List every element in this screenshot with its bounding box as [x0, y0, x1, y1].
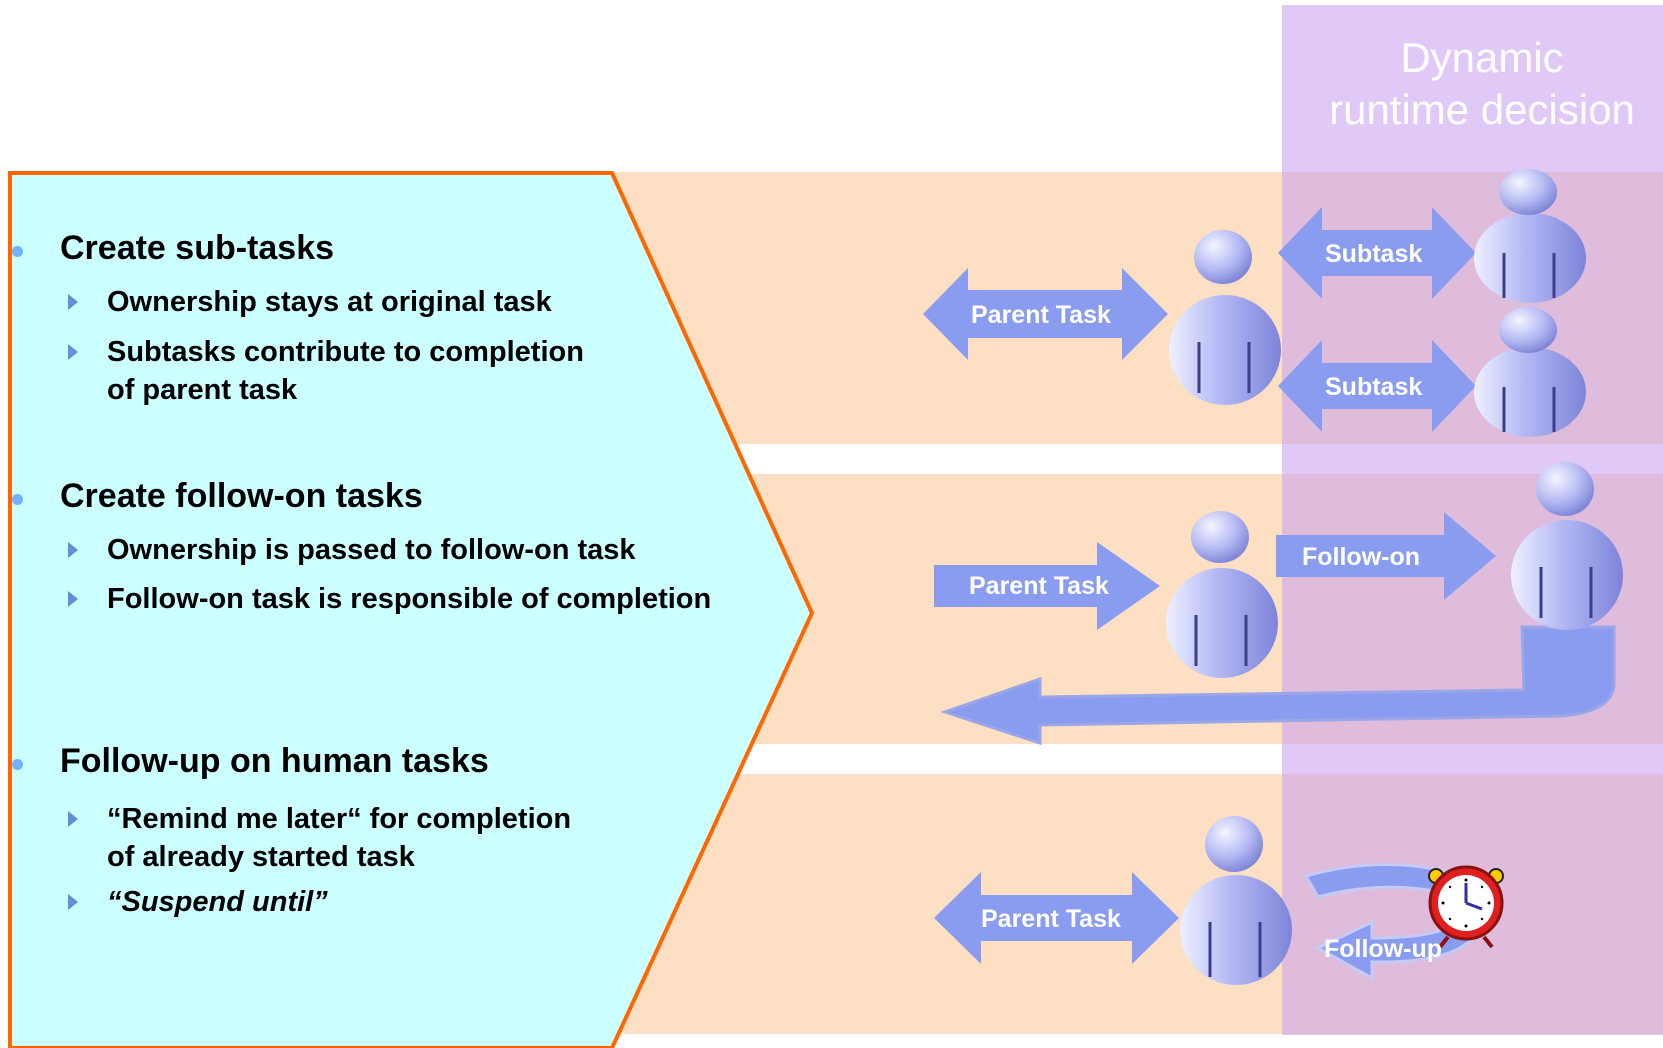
- subbullet-text-italic: “Suspend until”: [107, 886, 328, 918]
- label-follow-up: Follow-up: [1324, 935, 1443, 963]
- heading-create-follow-on-tasks: Create follow-on tasks: [60, 477, 423, 515]
- alarm-clock-icon: [1428, 865, 1504, 949]
- dynamic-title-line1: Dynamic: [1400, 34, 1564, 81]
- person-icon: [1166, 511, 1278, 678]
- label-subtask-a: Subtask: [1325, 240, 1423, 268]
- bullet-dot: [12, 494, 23, 505]
- bullet-dot: [12, 246, 23, 257]
- person-icon: [1169, 230, 1281, 405]
- bullet-triangle: [68, 542, 78, 558]
- bullet-triangle: [68, 344, 78, 360]
- subbullet-text: Follow-on task is responsible of complet…: [107, 583, 712, 615]
- chevron-panel: [8, 171, 815, 1048]
- arrow-subtask-a: [1278, 207, 1476, 299]
- label-parent-task-row3: Parent Task: [981, 905, 1121, 933]
- return-arrow: [940, 625, 1616, 746]
- label-parent-task-row2: Parent Task: [969, 572, 1109, 600]
- subbullet-text: Ownership stays at original task: [107, 286, 552, 318]
- bullet-triangle: [68, 894, 78, 910]
- person-icon: [1511, 462, 1623, 630]
- label-parent-task-row1: Parent Task: [971, 301, 1111, 329]
- arrow-subtask-b: [1278, 340, 1476, 432]
- heading-follow-up-on-human-tasks: Follow-up on human tasks: [60, 742, 489, 780]
- bullet-triangle: [68, 294, 78, 310]
- person-icon: [1180, 816, 1292, 985]
- label-subtask-b: Subtask: [1325, 373, 1423, 401]
- bullet-triangle: [68, 591, 78, 607]
- arrow-parent-task-row3: [934, 872, 1179, 964]
- subbullet-text-continued: of already started task: [107, 841, 415, 873]
- dynamic-panel: [1282, 5, 1663, 1035]
- bullet-dot: [12, 759, 23, 770]
- person-icon: [1474, 307, 1586, 437]
- label-follow-on: Follow-on: [1302, 543, 1421, 571]
- arrow-follow-on: [1276, 512, 1496, 600]
- dynamic-panel-title: Dynamic runtime decision: [1282, 32, 1663, 136]
- arrow-parent-task-row2: [934, 542, 1160, 630]
- subbullet-text: Subtasks contribute to completion: [107, 336, 584, 368]
- subbullet-text: “Remind me later“ for completion: [107, 803, 572, 835]
- subbullet-text: Ownership is passed to follow-on task: [107, 534, 636, 566]
- bullet-triangle: [68, 811, 78, 827]
- dynamic-title-line2: runtime decision: [1329, 86, 1635, 133]
- subbullet-text-continued: of parent task: [107, 374, 298, 406]
- heading-create-sub-tasks: Create sub-tasks: [60, 229, 335, 267]
- person-icon: [1474, 169, 1586, 303]
- arrow-parent-task-row1: [923, 268, 1168, 360]
